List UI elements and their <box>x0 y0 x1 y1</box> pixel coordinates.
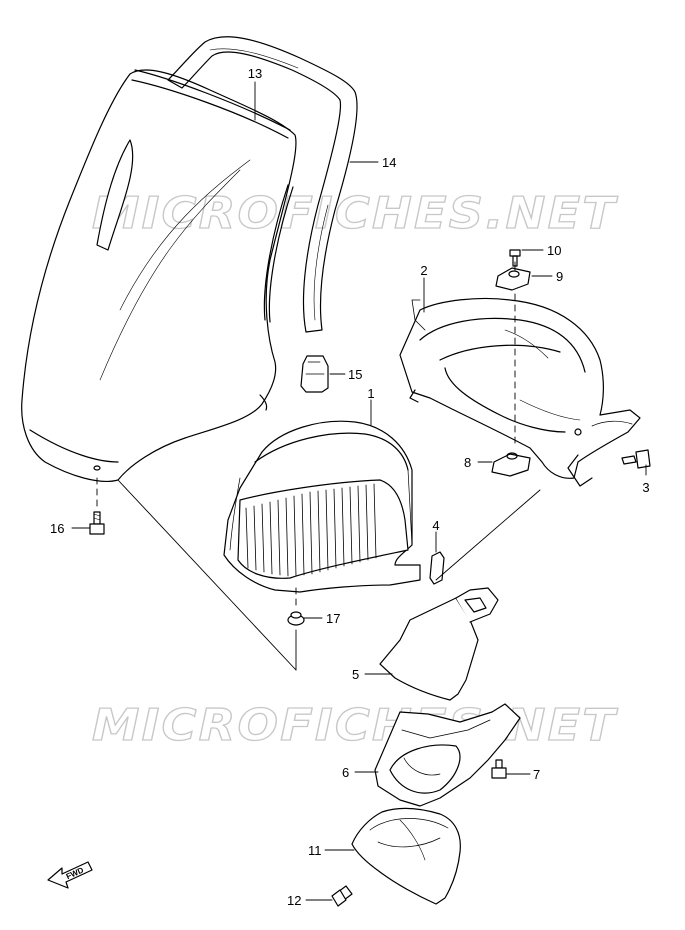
fwd-arrow-icon <box>47 861 93 889</box>
screw-7-part <box>491 759 507 779</box>
callout-3: 3 <box>642 480 649 495</box>
callout-7: 7 <box>533 767 540 782</box>
callout-4: 4 <box>432 518 439 533</box>
callout-12: 12 <box>287 893 301 908</box>
windscreen-part <box>21 69 297 482</box>
clip-part <box>300 355 329 393</box>
callout-13: 13 <box>248 66 262 81</box>
callout-1: 1 <box>367 386 374 401</box>
leader-lines <box>71 81 647 901</box>
screw-10-part <box>509 249 521 267</box>
nut-9-part <box>495 267 531 291</box>
inner-panel-part <box>223 420 421 593</box>
callout-11: 11 <box>308 843 322 858</box>
callout-2: 2 <box>420 263 427 278</box>
duct-part <box>374 703 521 807</box>
callout-8: 8 <box>464 455 471 470</box>
callouts: 13 14 15 16 1 17 2 10 9 8 3 4 5 6 7 11 1… <box>50 66 650 908</box>
watermark-top: MICROFICHES.NET <box>92 188 618 239</box>
screw-12-part <box>331 885 353 907</box>
grommet-17-part <box>287 611 305 626</box>
watermark-bottom: MICROFICHES.NET <box>92 700 618 751</box>
callout-14: 14 <box>382 155 396 170</box>
callout-16: 16 <box>50 521 64 536</box>
screw-3-part <box>621 449 651 469</box>
screw-16-part <box>89 511 105 535</box>
relation-lines <box>96 261 541 671</box>
nut-8-part <box>491 452 531 477</box>
edge-molding-part <box>167 36 358 333</box>
meter-panel-part <box>399 297 641 487</box>
lower-boot-part <box>351 807 461 905</box>
callout-5: 5 <box>352 667 359 682</box>
callout-6: 6 <box>342 765 349 780</box>
cover-sheet-part <box>379 587 499 701</box>
callout-10: 10 <box>547 243 561 258</box>
fwd-label: FWD <box>65 865 86 881</box>
callout-9: 9 <box>556 269 563 284</box>
callout-15: 15 <box>348 367 362 382</box>
callout-17: 17 <box>326 611 340 626</box>
